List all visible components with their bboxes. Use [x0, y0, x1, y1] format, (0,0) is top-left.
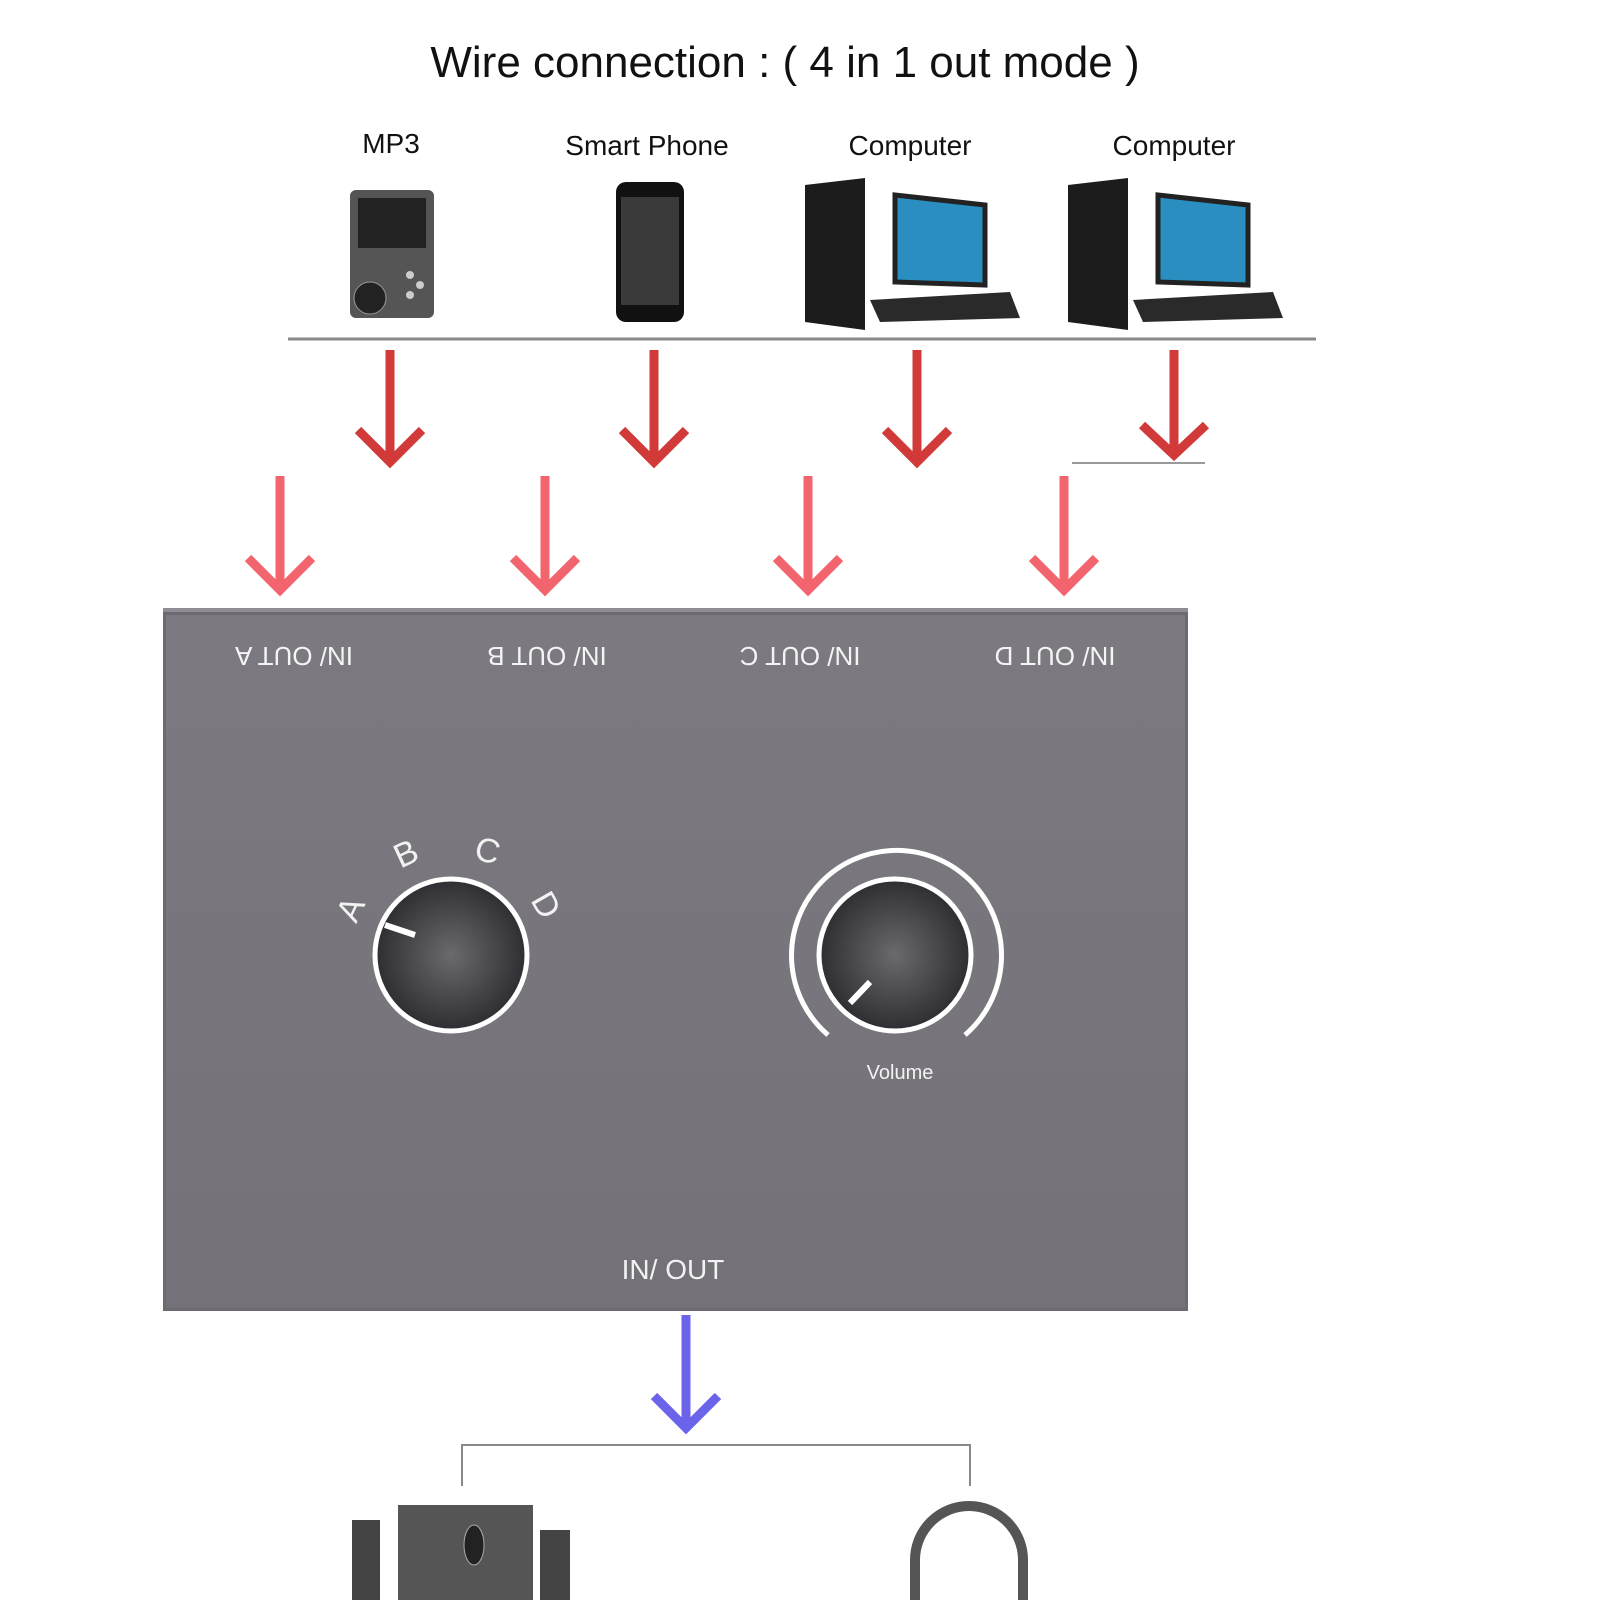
- port-label-a: IN/ OUT A: [235, 641, 353, 671]
- port-label-b: IN/ OUT B: [487, 641, 607, 671]
- speaker-system-icon: [352, 1505, 570, 1600]
- output-split-line: [461, 1444, 971, 1486]
- desktop-computer-icon: [1068, 178, 1283, 330]
- source-selector-knob[interactable]: [372, 876, 530, 1034]
- source-label-mp3: MP3: [362, 128, 420, 159]
- output-port-label: IN/ OUT: [621, 1254, 725, 1285]
- volume-label: Volume: [866, 1062, 934, 1084]
- port-label-d: IN/ OUT D: [994, 641, 1116, 671]
- source-label-phone: Smart Phone: [565, 130, 729, 161]
- page-title: Wire connection : ( 4 in 1 out mode ): [430, 38, 1140, 87]
- source-label-computer-1: Computer: [848, 130, 972, 161]
- audio-switch-panel: [163, 608, 1188, 1311]
- volume-knob[interactable]: [789, 847, 1004, 1037]
- light-red-arrows: [244, 476, 1100, 597]
- source-label-computer-2: Computer: [1112, 130, 1236, 161]
- headphones-icon: [910, 1501, 1028, 1600]
- desktop-computer-icon: [805, 178, 1020, 330]
- port-label-c: IN/ OUT C: [739, 641, 861, 671]
- smartphone-icon: [616, 182, 684, 322]
- dark-red-arrows: [354, 350, 1210, 469]
- blue-arrow: [650, 1315, 722, 1435]
- mp3-player-icon: [350, 190, 434, 318]
